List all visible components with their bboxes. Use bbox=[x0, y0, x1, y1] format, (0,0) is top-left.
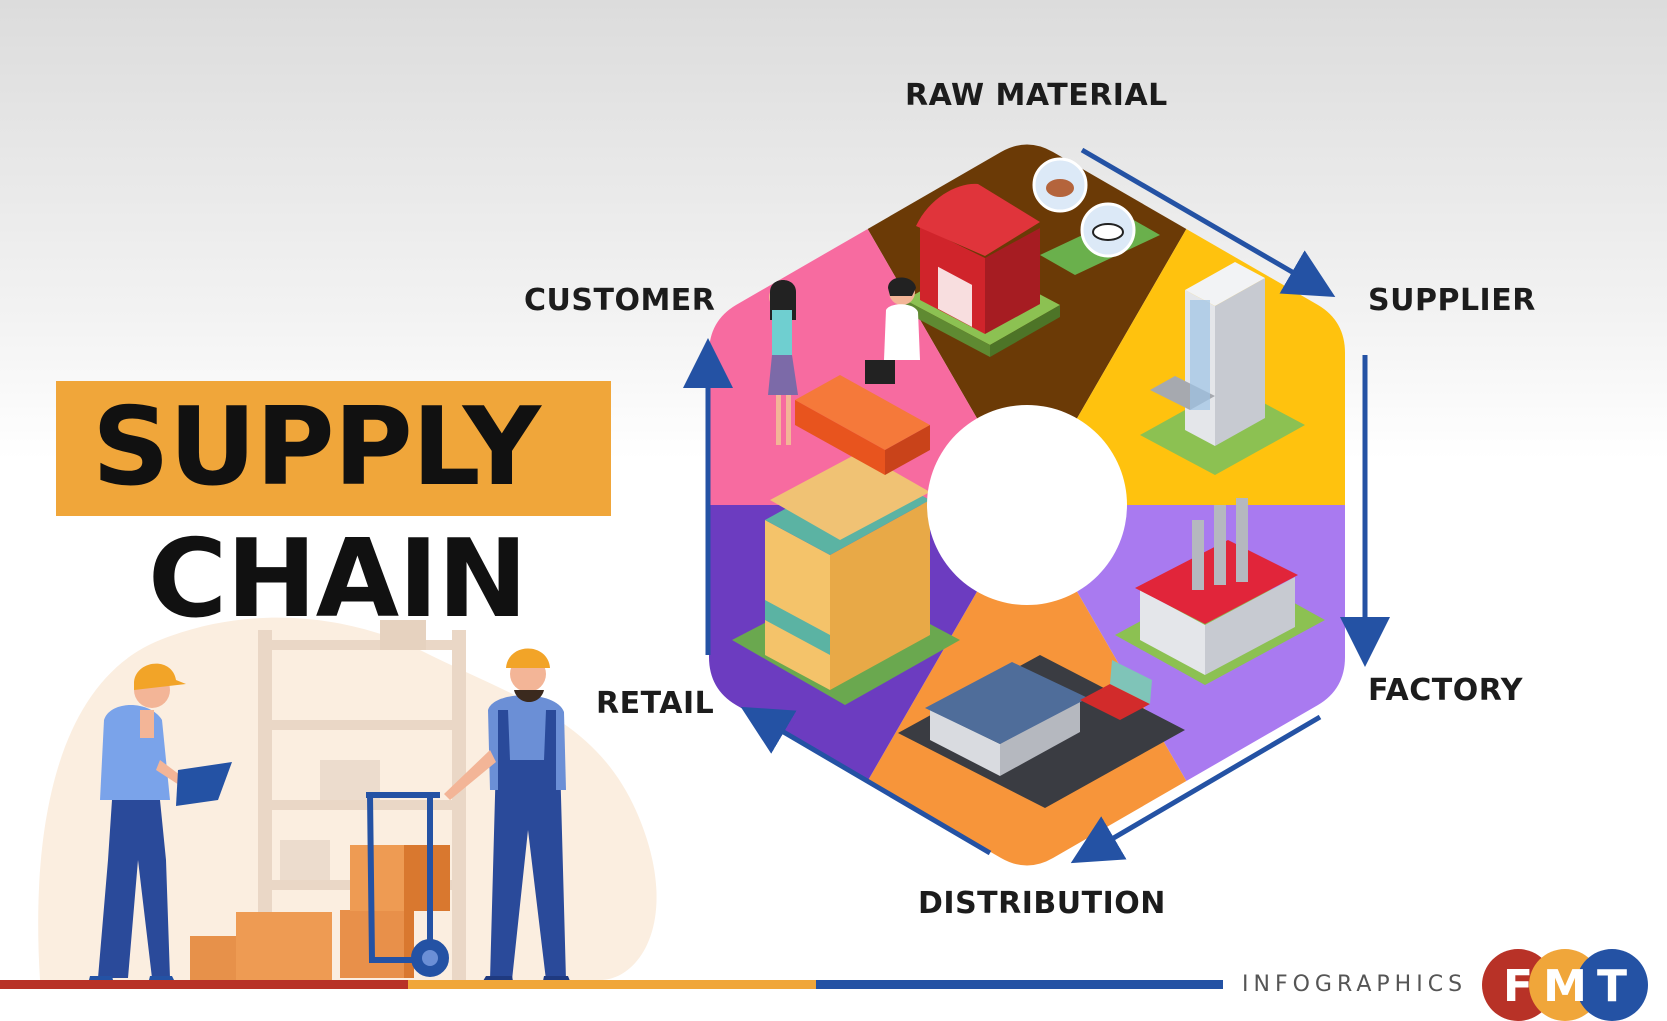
stage-label-distribution: DISTRIBUTION bbox=[918, 886, 1166, 921]
logo-letter-t: T bbox=[1597, 961, 1627, 1012]
footer-infographics-text: INFOGRAPHICS bbox=[1242, 972, 1468, 997]
stage-label-customer: CUSTOMER bbox=[524, 283, 716, 318]
footer-bar-blue bbox=[816, 980, 1223, 989]
footer-bar-orange bbox=[408, 980, 816, 989]
stage-label-retail: RETAIL bbox=[596, 686, 715, 721]
logo-letter-m: M bbox=[1543, 961, 1587, 1012]
arrow-distribution-to-retail bbox=[740, 706, 992, 856]
cycle-arrows bbox=[683, 147, 1390, 864]
customer-checkout-illustration bbox=[768, 277, 930, 475]
title-line-supply: SUPPLY bbox=[92, 385, 541, 510]
hand-truck bbox=[366, 792, 449, 977]
barn-illustration bbox=[905, 157, 1160, 357]
logo-letter-f: F bbox=[1503, 961, 1533, 1012]
factory-illustration bbox=[1115, 498, 1325, 685]
center-circle bbox=[927, 405, 1127, 605]
footer-bar-red bbox=[0, 980, 408, 989]
stage-label-raw-material: RAW MATERIAL bbox=[905, 78, 1168, 113]
supplier-building-illustration bbox=[1140, 262, 1305, 475]
arrow-raw-to-supplier bbox=[1080, 147, 1336, 298]
worker-in-overalls bbox=[444, 648, 572, 986]
stage-label-supplier: SUPPLIER bbox=[1368, 283, 1536, 318]
sector-customer bbox=[709, 144, 1027, 505]
worker-with-clipboard bbox=[88, 663, 232, 984]
sector-factory bbox=[1027, 505, 1345, 866]
stage-label-factory: FACTORY bbox=[1368, 673, 1523, 708]
title-highlight-box bbox=[56, 381, 611, 516]
retail-building-illustration bbox=[732, 452, 960, 705]
logo-circle-t bbox=[1576, 949, 1648, 1021]
title-line-chain: CHAIN bbox=[148, 517, 528, 642]
warehouse-illustration bbox=[898, 655, 1185, 808]
arrow-factory-to-distribution bbox=[1070, 714, 1322, 864]
